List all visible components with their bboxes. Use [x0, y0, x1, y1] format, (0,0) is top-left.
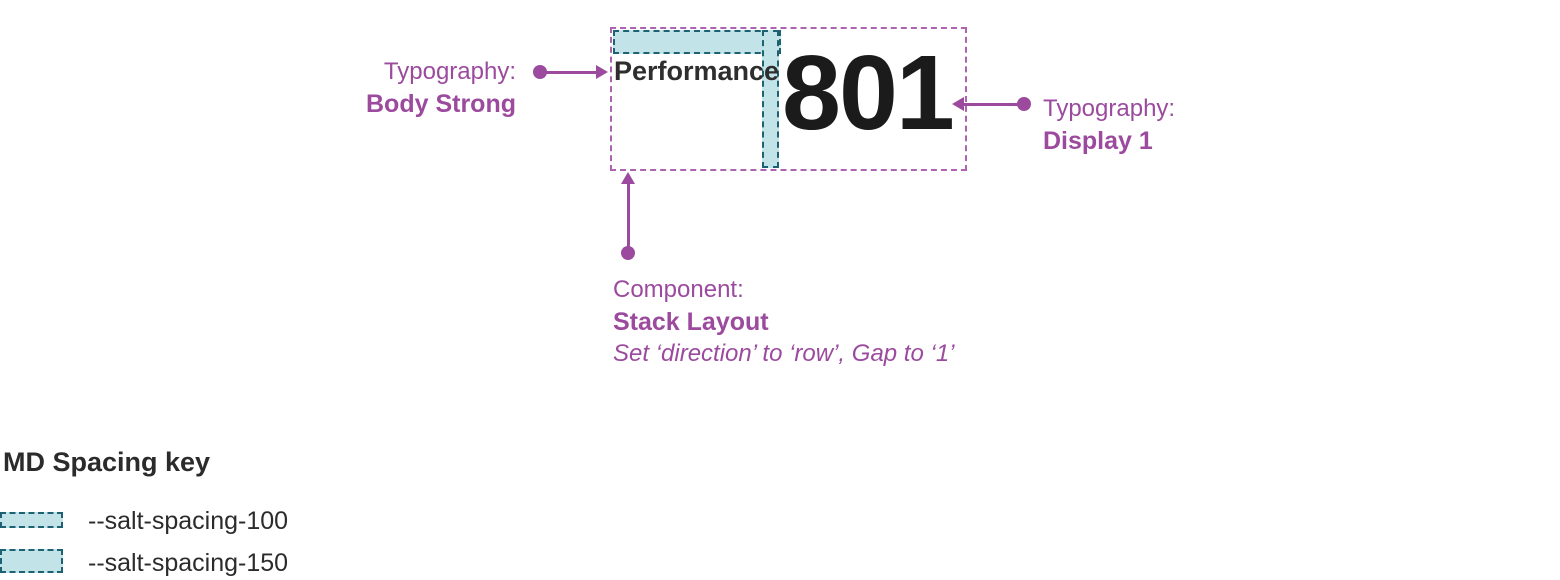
metric-value: 801 — [782, 34, 955, 152]
metric-title: Performance — [614, 56, 780, 86]
right-arrow-line — [963, 103, 1019, 106]
annotation-stack-layout: Component: Stack Layout Set ‘direction’ … — [613, 274, 955, 370]
annotation-display1: Typography: Display 1 — [1043, 93, 1175, 157]
bottom-arrow-dot — [621, 246, 635, 260]
annotation-body-strong-label: Body Strong — [366, 90, 516, 118]
left-arrowhead-icon — [596, 65, 608, 79]
legend-label-spacing-100: --salt-spacing-100 — [88, 507, 289, 535]
bottom-arrow-line — [627, 183, 630, 247]
annotation-body-strong-prefix: Typography: — [383, 58, 516, 85]
annotation-display1-prefix: Typography: — [1043, 95, 1176, 122]
component-outline-box: Performance 801 — [610, 27, 967, 171]
left-arrow-line — [545, 71, 597, 74]
bottom-arrowhead-icon — [621, 172, 635, 184]
annotation-stack-layout-note: Set ‘direction’ to ‘row’, Gap to ‘1’ — [613, 340, 955, 367]
spacing-100-gap-bar — [762, 30, 779, 168]
right-arrowhead-icon — [952, 97, 964, 111]
annotation-stack-layout-label: Stack Layout — [613, 308, 769, 336]
right-arrow-dot — [1017, 97, 1031, 111]
legend-swatch-spacing-100 — [0, 512, 63, 528]
legend-label-spacing-150: --salt-spacing-150 — [88, 549, 289, 577]
left-arrow-dot — [533, 65, 547, 79]
legend-swatch-spacing-150 — [0, 549, 63, 573]
legend-title: MD Spacing key — [3, 447, 211, 477]
annotation-body-strong: Typography: Body Strong — [260, 56, 516, 120]
annotation-display1-label: Display 1 — [1043, 127, 1153, 155]
annotation-stack-layout-prefix: Component: — [613, 276, 744, 303]
spacing-150-highlight-bar — [613, 30, 781, 54]
